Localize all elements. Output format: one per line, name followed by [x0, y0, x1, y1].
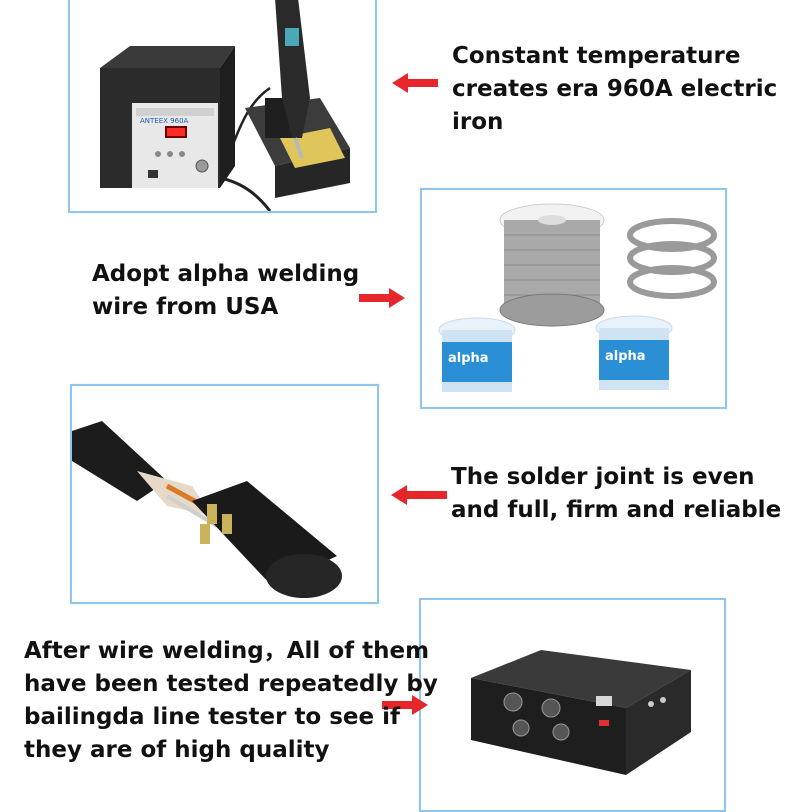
brand-label: alpha [448, 351, 489, 366]
caption-line: After wire welding，All of them [24, 638, 430, 664]
caption-line: creates era 960A electric [452, 76, 778, 102]
caption-line: iron [452, 109, 504, 135]
solder-wire-icon: alpha alpha [438, 203, 717, 392]
solder-joint-photo [70, 384, 379, 604]
caption-line: have been tested repeatedly by [24, 671, 438, 697]
line-tester-photo [419, 598, 726, 812]
xlr-connector-icon [72, 421, 342, 598]
iron-station-photo: ANTEEX 960A [68, 0, 377, 213]
soldering-station-icon: ANTEEX 960A [100, 0, 350, 211]
caption-line: wire from USA [92, 294, 279, 320]
caption-tester: After wire welding，All of them have been… [24, 635, 438, 767]
caption-wire: Adopt alpha welding wire from USA [92, 258, 359, 324]
solder-wire-photo: alpha alpha [420, 188, 727, 409]
caption-line: they are of high quality [24, 737, 330, 763]
cable-tester-icon [471, 650, 691, 775]
caption-line: bailingda line tester to see if [24, 704, 401, 730]
caption-line: and full, firm and reliable [451, 497, 782, 523]
caption-line: The solder joint is even [451, 464, 755, 490]
caption-iron: Constant temperature creates era 960A el… [452, 40, 777, 139]
brand-label: alpha [605, 349, 646, 364]
right-arrow-icon [380, 694, 428, 716]
left-arrow-icon [391, 484, 449, 506]
right-arrow-icon [357, 287, 405, 309]
left-arrow-icon [392, 72, 440, 94]
caption-line: Constant temperature [452, 43, 741, 69]
caption-line: Adopt alpha welding [92, 261, 360, 287]
brand-label: ANTEEX 960A [140, 117, 189, 125]
caption-joint: The solder joint is even and full, firm … [451, 461, 781, 527]
